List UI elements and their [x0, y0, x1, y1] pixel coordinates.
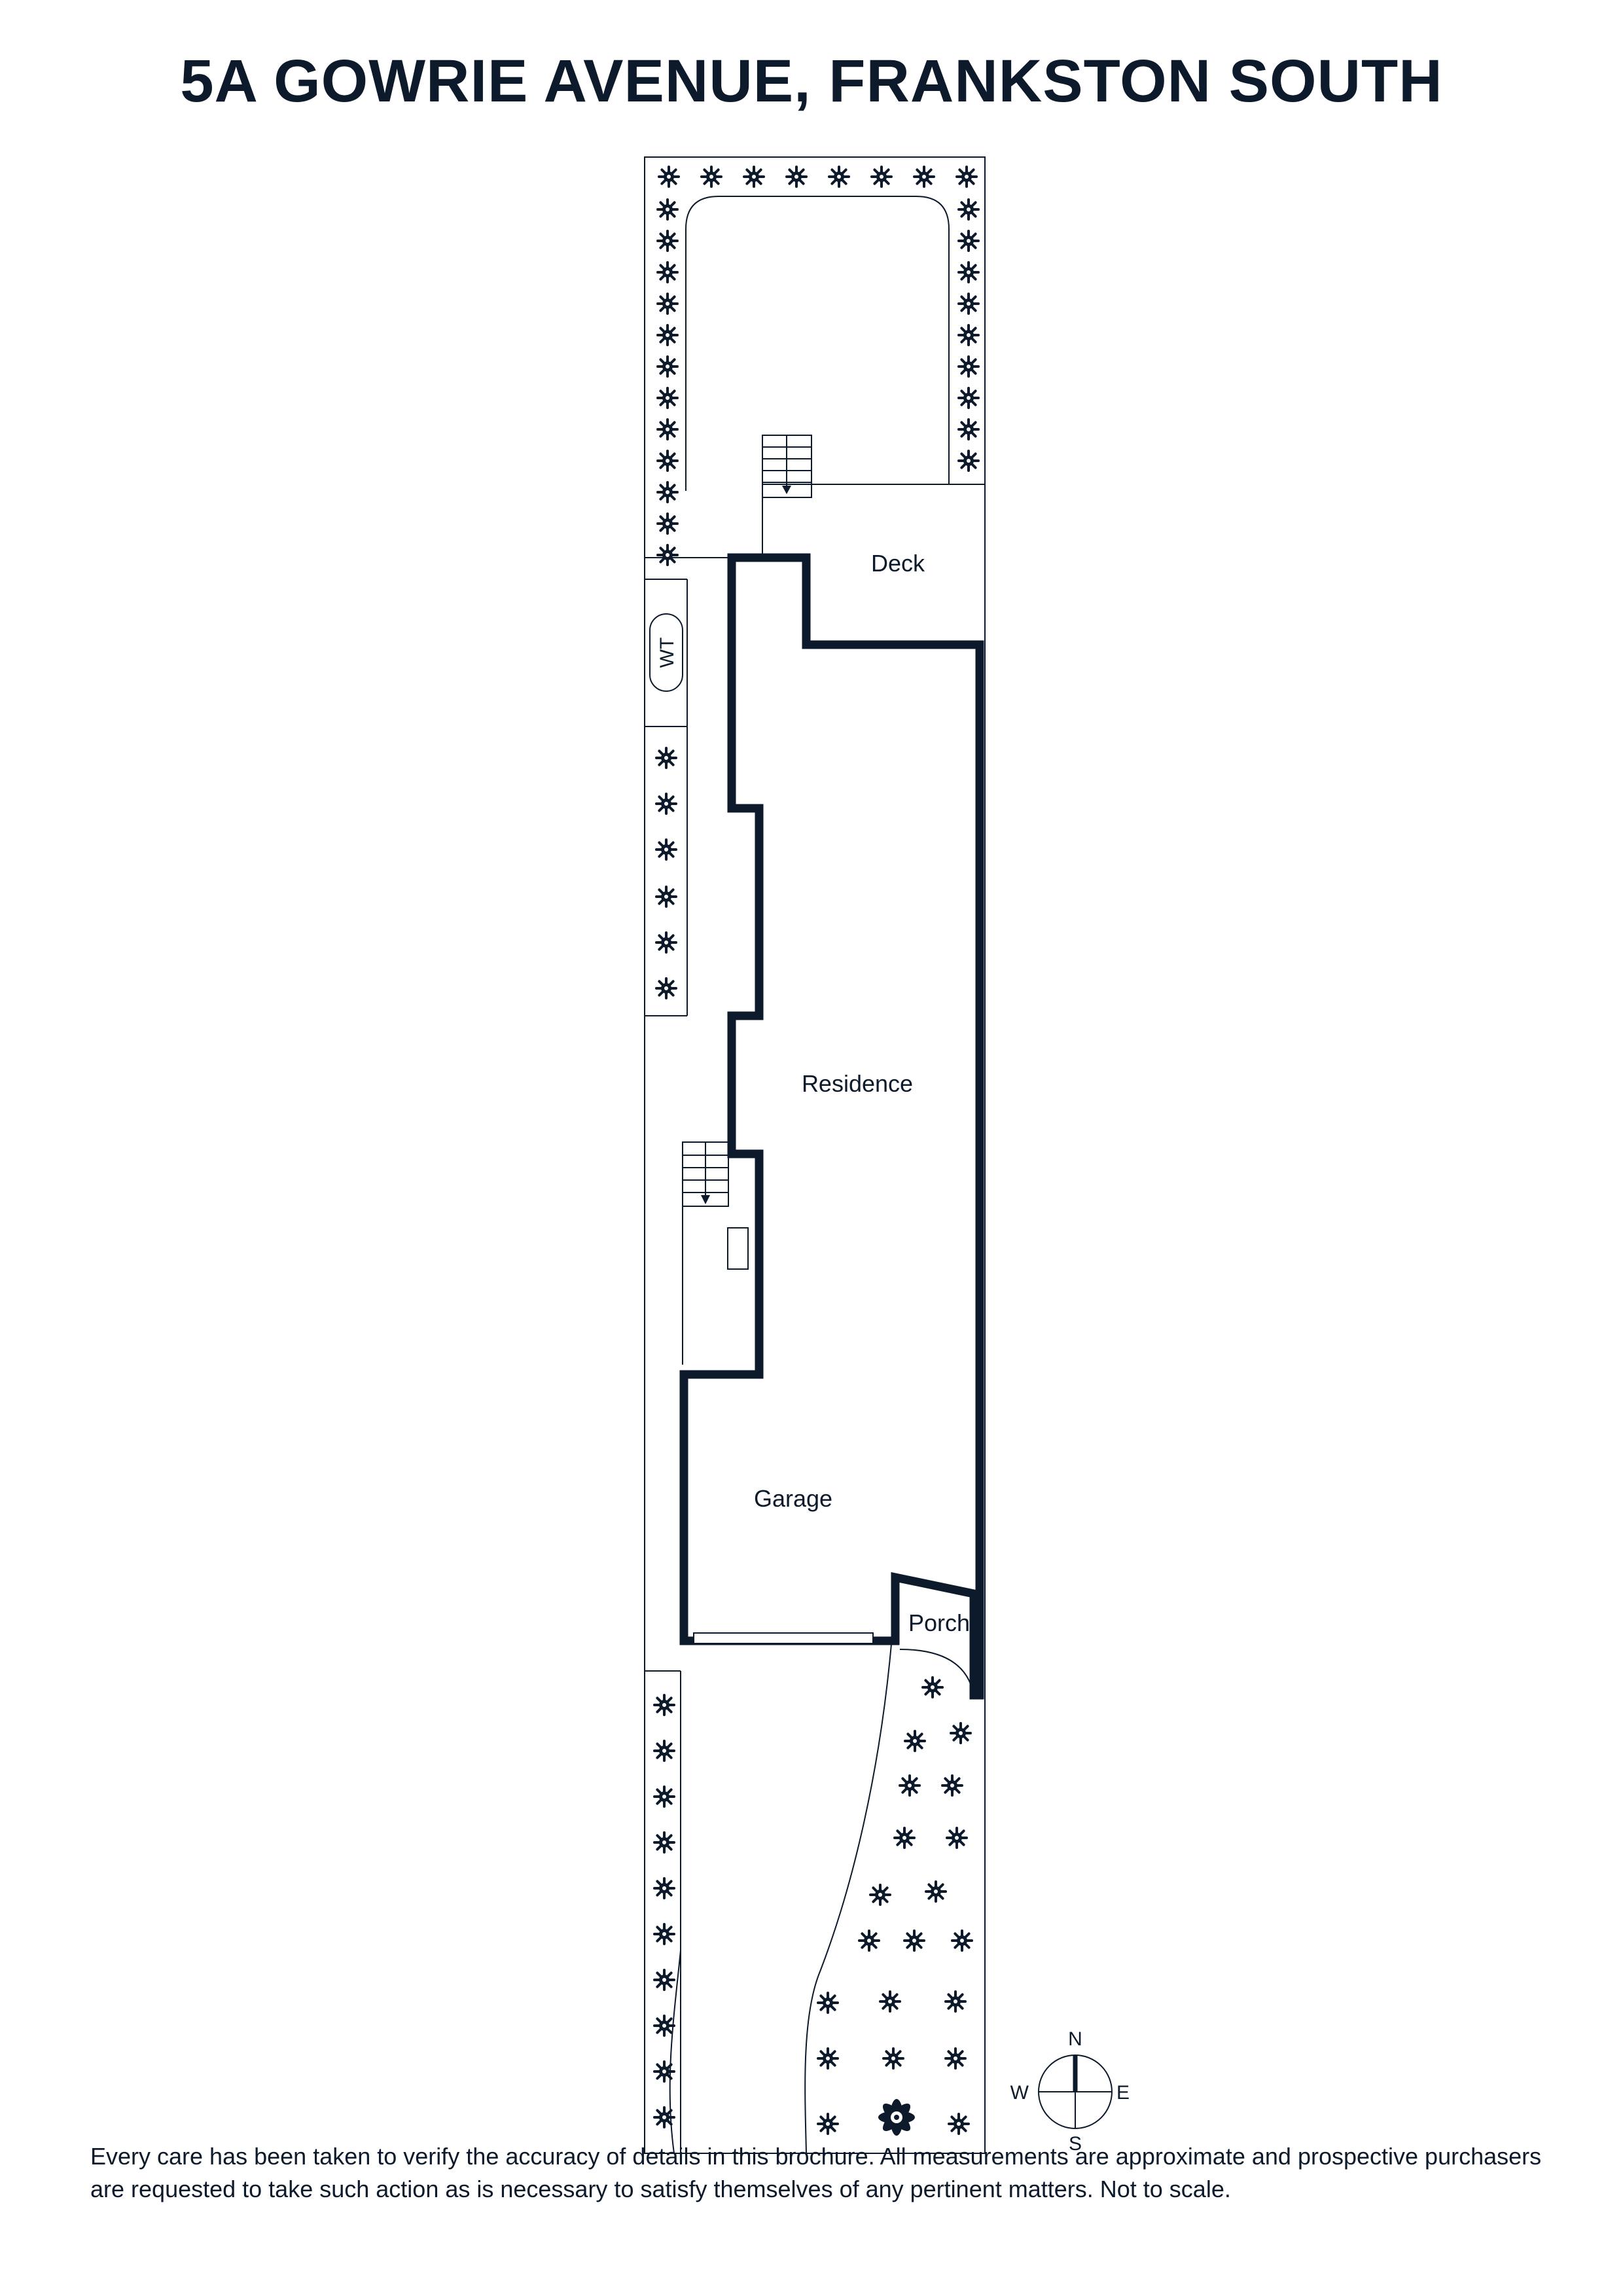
- garage-door: [693, 1632, 874, 1644]
- residence-outline: [679, 553, 984, 1700]
- plan-title: 5A GOWRIE AVENUE, FRANKSTON SOUTH: [180, 48, 1443, 115]
- residence-label: Residence: [802, 1070, 913, 1097]
- stair-arrow-icon: [782, 486, 791, 494]
- rear-stairs: [762, 435, 812, 498]
- rear-garden: [645, 196, 985, 560]
- deck-label: Deck: [871, 550, 925, 577]
- compass-icon: [1038, 2054, 1113, 2129]
- compass-east: E: [1116, 2082, 1130, 2104]
- garage-label: Garage: [754, 1485, 832, 1512]
- side-stairs: [682, 1141, 749, 1365]
- disclaimer: Every care has been taken to verify the …: [90, 2143, 1542, 2202]
- front-path: [669, 1643, 974, 2154]
- water-tank: [649, 613, 683, 692]
- flower-shrub-icon: [653, 166, 980, 2135]
- stair-arrow-icon: [701, 1195, 710, 1204]
- feature-plant-icon: [878, 2099, 915, 2136]
- water-tank-label: WT: [656, 637, 678, 668]
- compass-north: N: [1068, 2028, 1082, 2050]
- compass-west: W: [1010, 2082, 1029, 2104]
- compass-south: S: [1069, 2133, 1082, 2155]
- side-path: [645, 579, 688, 2153]
- property-boundary: [644, 156, 986, 2154]
- porch-label: Porch: [908, 1609, 970, 1636]
